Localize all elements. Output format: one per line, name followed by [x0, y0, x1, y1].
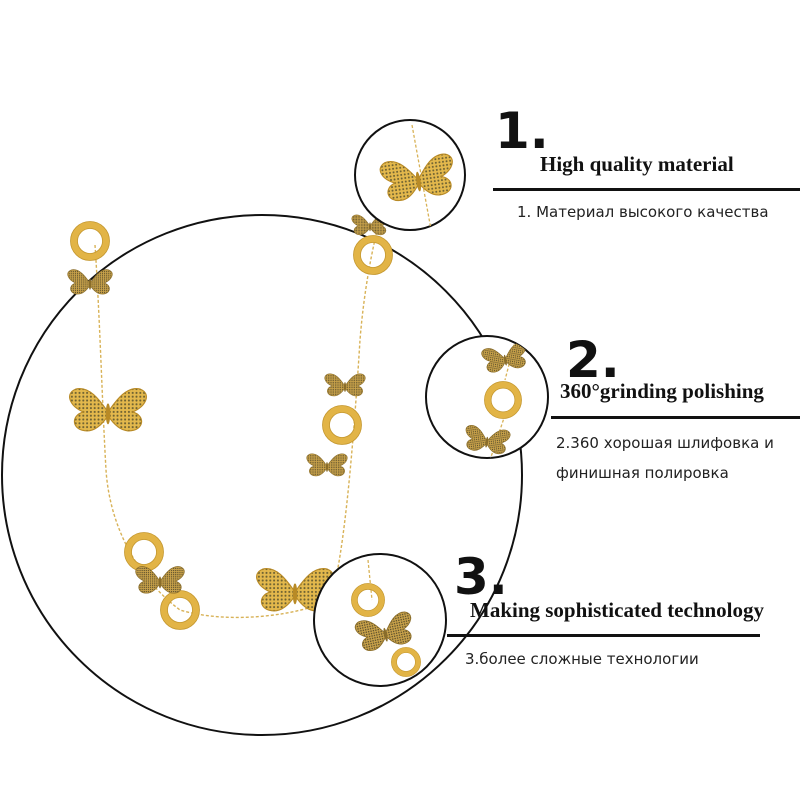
detail-circle-1 [354, 119, 466, 231]
necklace-ring [323, 406, 362, 445]
necklace-ring [354, 236, 393, 275]
feature-1-subtitle: 1. Материал высокого качества [517, 203, 769, 221]
feature-2-title: 360°grinding polishing [560, 379, 764, 403]
feature-2-number: 2. [566, 331, 620, 389]
necklace-butterfly [69, 388, 147, 432]
feature-2-divider [551, 416, 800, 419]
necklace-ring [161, 591, 200, 630]
feature-3-divider [447, 634, 760, 637]
necklace-ring [125, 533, 164, 572]
necklace-chain [94, 217, 381, 619]
necklace-butterfly [306, 453, 348, 477]
feature-1-number: 1. [495, 102, 549, 160]
feature-3-subtitle: 3.более сложные технологии [465, 650, 699, 668]
main-necklace-group [1, 214, 523, 736]
detail-circle-2 [425, 335, 549, 459]
feature-1-title: High quality material [540, 152, 734, 176]
feature-3-title: Making sophisticated technology [470, 598, 765, 622]
feature-2-subtitle-line-1: 2.360 хорошая шлифовка и [556, 434, 774, 452]
detail-circle-3 [313, 553, 447, 687]
feature-3-number: 3. [454, 548, 508, 606]
necklace-butterfly [135, 566, 185, 594]
main-circle [1, 214, 523, 736]
necklace-butterfly [324, 373, 366, 397]
necklace-ring [71, 222, 110, 261]
necklace-butterfly [67, 269, 113, 295]
feature-2-subtitle-line-2: финишная полировка [556, 464, 729, 482]
feature-1-divider [493, 188, 800, 191]
